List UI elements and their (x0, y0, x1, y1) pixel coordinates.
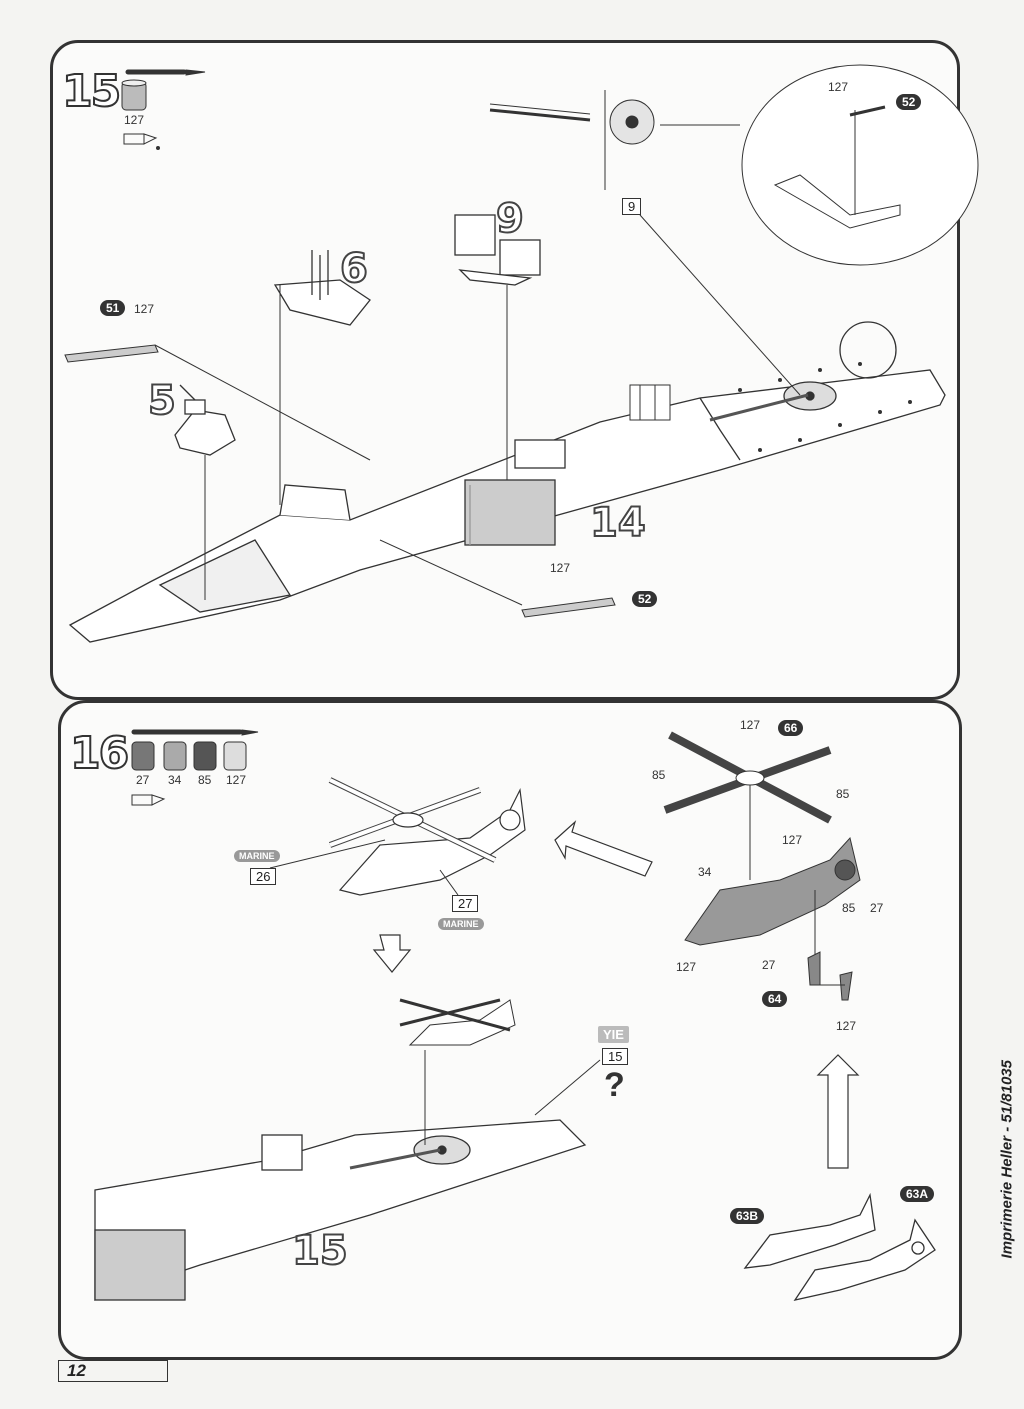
ship-hull-front (68, 321, 946, 643)
rail-part-51 (64, 344, 159, 363)
top-inset-detail (489, 90, 740, 190)
decal-box-26: 26 (250, 868, 277, 885)
part-tag-66: 66 (778, 720, 804, 736)
paint-label-52-bottom: 127 (550, 561, 571, 575)
launcher-part (629, 384, 671, 421)
part-tag-52-bottom: 52 (632, 591, 658, 607)
body-label-127c: 127 (836, 1019, 857, 1033)
label-step-14: 14 (589, 499, 647, 547)
rotor-label-right: 85 (836, 787, 850, 801)
helicopter-halves (743, 1192, 936, 1301)
part-tag-51: 51 (100, 300, 126, 316)
paint-code-85: 85 (198, 773, 212, 787)
paint-code-27: 27 (136, 773, 150, 787)
label-part-9: 9 (495, 195, 525, 243)
body-label-34: 34 (698, 865, 712, 879)
decal-yie: YIE (598, 1026, 629, 1043)
page-number: 12 (58, 1360, 168, 1382)
glue-tube-icon-16 (131, 794, 166, 806)
landing-gear-part-64 (807, 951, 853, 1001)
printer-credit: Imprimerie Heller - 51/81035 (998, 1060, 1015, 1259)
helicopter-drawing (328, 777, 526, 896)
assembly-lines-16 (269, 785, 816, 1145)
question-mark: ? (604, 1066, 625, 1104)
step-15-paint-code: 127 (124, 113, 145, 127)
ref-box-9: 9 (622, 198, 642, 215)
label-step-15: 15 (291, 1227, 349, 1275)
hull-railing-dots (738, 362, 912, 452)
body-label-127b: 127 (676, 960, 697, 974)
body-label-127a: 127 (782, 833, 803, 847)
helicopter-drawing-small (399, 998, 516, 1046)
rotor-label-top: 127 (740, 718, 761, 732)
paint-pots-16 (131, 741, 247, 771)
decal-box-15: 15 (602, 1048, 629, 1065)
part-tag-64: 64 (762, 991, 788, 1007)
turret-part-5 (174, 384, 236, 456)
body-label-27b: 27 (762, 958, 776, 972)
body-label-85: 85 (842, 901, 856, 915)
step-15-number: 15 (61, 65, 122, 118)
zoom-detail-circle (741, 64, 979, 266)
painted-helicopter (663, 731, 861, 946)
rail-part-52-bottom (521, 597, 616, 618)
label-part-5: 5 (147, 377, 177, 425)
glue-tube-icon (123, 133, 160, 150)
ship-hull-rear (94, 1119, 587, 1301)
mast-part-6 (273, 250, 371, 326)
rotor-label-left: 85 (652, 768, 666, 782)
launcher-part-9 (454, 214, 541, 286)
paint-code-34: 34 (168, 773, 182, 787)
part-tag-52-top: 52 (896, 94, 922, 110)
paint-label-52-top: 127 (828, 80, 849, 94)
brush-icon (125, 69, 206, 76)
part-tag-63a: 63A (900, 1186, 935, 1202)
assembly-lines-15 (154, 214, 801, 606)
part-tag-63b: 63B (730, 1208, 765, 1224)
brush-icon-16 (131, 729, 259, 736)
label-part-6: 6 (339, 245, 369, 293)
paint-code-127: 127 (226, 773, 247, 787)
step-16-number: 16 (69, 727, 130, 780)
decal-marine-27: MARINE (438, 918, 484, 930)
paint-label-51: 127 (134, 302, 155, 316)
paint-pot-icon (121, 79, 147, 111)
body-label-27a: 27 (870, 901, 884, 915)
decal-marine-26: MARINE (234, 850, 280, 862)
decal-box-27: 27 (452, 895, 479, 912)
direction-arrows (372, 820, 860, 1169)
